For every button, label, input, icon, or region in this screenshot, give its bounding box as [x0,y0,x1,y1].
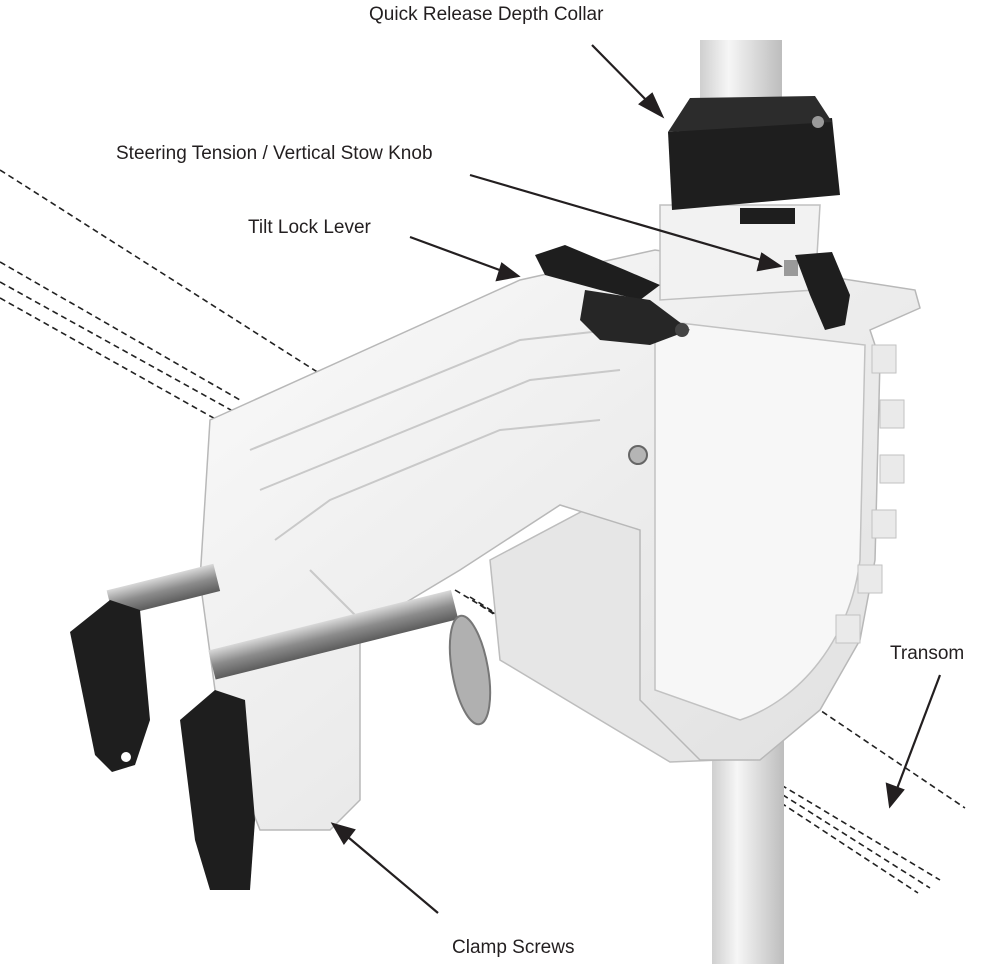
arrow-tilt-lock [409,235,521,282]
tilt-lock-lever [535,245,690,345]
label-transom: Transom [890,643,965,664]
arrow-clamp-screws [330,822,439,914]
arrow-depth-collar [591,44,665,119]
clamp-screw-upper [70,563,221,772]
label-clamp-screws: Clamp Screws [452,937,575,958]
clamp-screw-lower [180,589,492,890]
transom-line-left [0,169,331,431]
dial-teeth [835,344,905,644]
label-quick-release-depth-collar: Quick Release Depth Collar [369,4,604,25]
pivot-bolt [628,445,648,465]
label-steering-tension-knob: Steering Tension / Vertical Stow Knob [116,143,433,164]
pointer-arrows [330,44,942,914]
arrow-steering-knob [469,173,783,272]
steering-tension-knob [784,252,850,330]
depth-collar [668,96,840,224]
label-tilt-lock-lever: Tilt Lock Lever [248,217,371,238]
arrow-transom [885,674,942,809]
clamp-grooves [249,329,621,621]
